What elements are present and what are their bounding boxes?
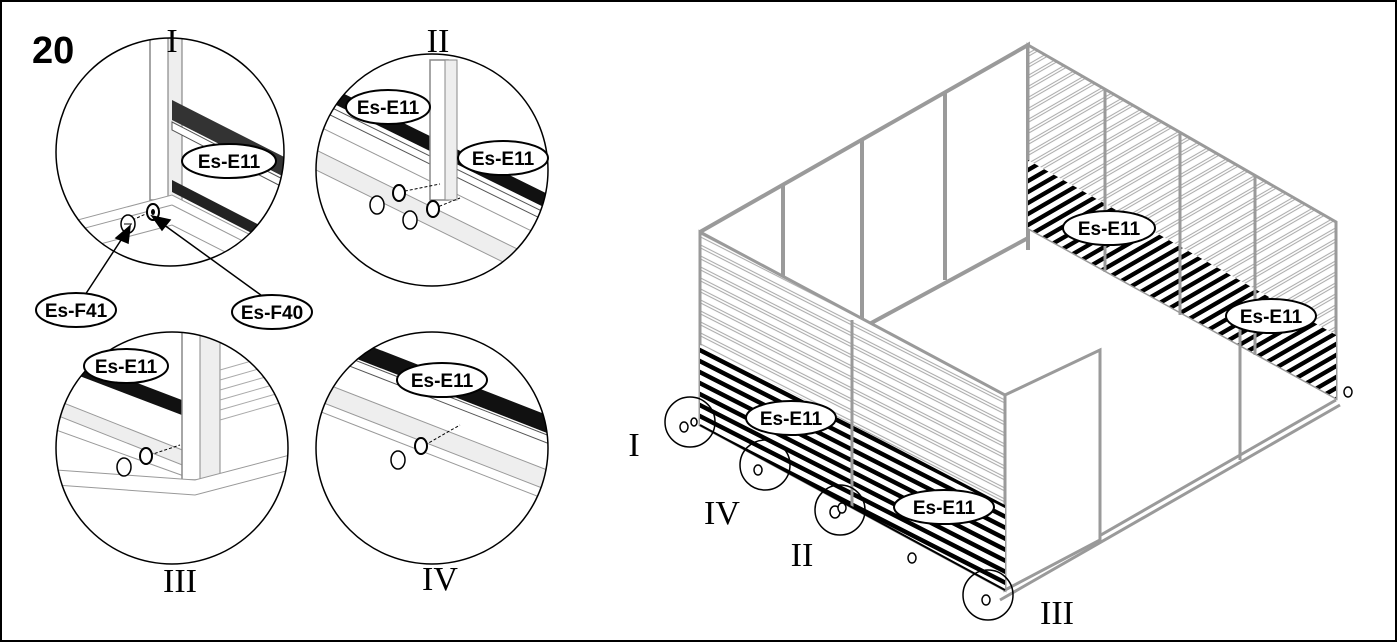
part-label-panel: Es-E11 bbox=[457, 140, 549, 176]
callout-circle-ii bbox=[814, 484, 866, 536]
part-label-panel: Es-E11 bbox=[181, 143, 277, 179]
svg-text:Es-E11: Es-E11 bbox=[198, 152, 261, 173]
screw-icon bbox=[116, 457, 132, 477]
svg-text:Es-E11: Es-E11 bbox=[760, 409, 823, 430]
part-label-panel: Es-E11 bbox=[345, 89, 431, 125]
callout-circle-iii bbox=[962, 569, 1014, 621]
svg-text:Es-E11: Es-E11 bbox=[472, 149, 535, 170]
isometric-assembly bbox=[664, 41, 1353, 621]
svg-text:Es-F40: Es-F40 bbox=[241, 303, 303, 324]
screw-icon bbox=[390, 450, 406, 470]
svg-text:Es-E11: Es-E11 bbox=[913, 498, 976, 519]
callout-mark-iv: IV bbox=[422, 561, 458, 598]
callout-mark-ii: II bbox=[791, 537, 814, 574]
part-label-panel: Es-E11 bbox=[1062, 210, 1156, 246]
part-label-panel: Es-E11 bbox=[396, 362, 488, 398]
callout-mark-i: I bbox=[628, 427, 639, 464]
callout-mark-iii: III bbox=[163, 563, 197, 600]
screw-icon bbox=[402, 210, 418, 230]
svg-text:Es-E11: Es-E11 bbox=[411, 371, 474, 392]
screw-icon bbox=[679, 386, 1353, 606]
part-label-panel: Es-E11 bbox=[893, 489, 995, 525]
callout-circle-i bbox=[664, 396, 716, 448]
svg-text:Es-F41: Es-F41 bbox=[45, 301, 108, 322]
callout-mark-ii: II bbox=[427, 23, 450, 60]
part-label-panel: Es-E11 bbox=[83, 348, 169, 384]
washer-icon bbox=[426, 200, 440, 218]
screw-icon bbox=[369, 195, 385, 215]
arrow-head bbox=[114, 224, 131, 245]
step-number: 20 bbox=[32, 30, 74, 72]
washer-icon bbox=[146, 203, 160, 221]
callout-mark-iii: III bbox=[1040, 595, 1074, 632]
detail-circle-iv bbox=[315, 331, 549, 565]
callout-mark-i: I bbox=[166, 23, 177, 60]
callout-circle-iv bbox=[739, 439, 791, 491]
part-label-panel: Es-E11 bbox=[1225, 298, 1317, 334]
callout-mark-iv: IV bbox=[704, 495, 740, 532]
washer-icon bbox=[392, 184, 406, 202]
washer-icon bbox=[139, 447, 153, 465]
svg-text:Es-E11: Es-E11 bbox=[1240, 307, 1303, 328]
svg-text:Es-E11: Es-E11 bbox=[95, 357, 158, 378]
washer-icon bbox=[414, 437, 428, 455]
part-label-washer: Es-F40 bbox=[231, 294, 313, 330]
arrow-head bbox=[150, 214, 172, 232]
svg-text:Es-E11: Es-E11 bbox=[357, 98, 420, 119]
part-label-screw: Es-F41 bbox=[35, 292, 117, 328]
svg-text:Es-E11: Es-E11 bbox=[1078, 219, 1141, 240]
part-label-panel: Es-E11 bbox=[745, 400, 837, 436]
